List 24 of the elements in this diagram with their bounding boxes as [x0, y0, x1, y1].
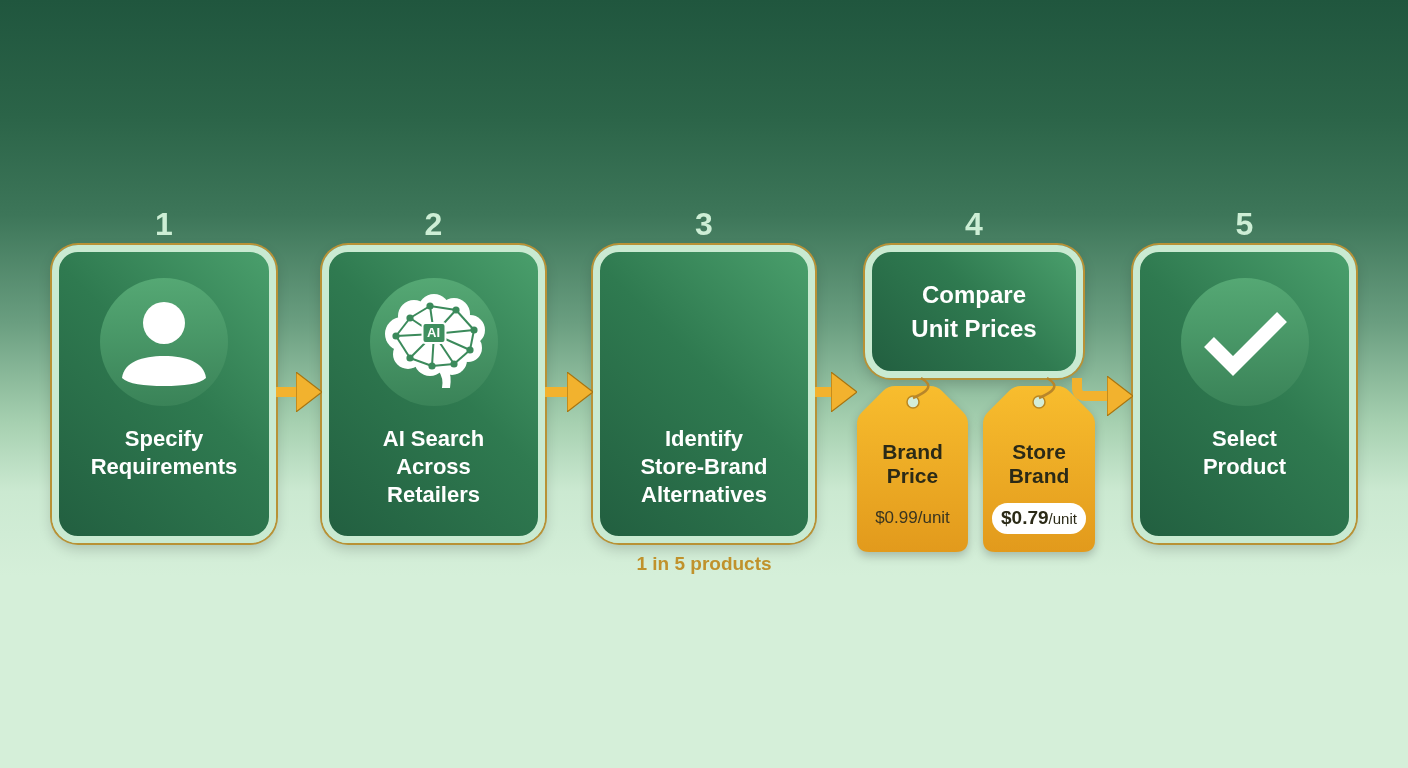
step-number: 4	[965, 206, 983, 242]
tag-string	[1038, 376, 1056, 400]
step-title: Specify Requirements	[89, 425, 239, 481]
step-number: 2	[424, 206, 443, 242]
arrow	[1072, 375, 1134, 417]
tag-heading: Store Brand	[1007, 440, 1071, 488]
note-text: 1 in 5 products	[636, 552, 772, 576]
price-text: $0.99/unit	[875, 507, 950, 529]
arrow	[276, 371, 323, 413]
price-tag	[857, 386, 968, 552]
step-number: 3	[695, 206, 713, 242]
arrow	[815, 371, 858, 413]
tag-string	[912, 376, 930, 400]
arrow	[545, 371, 594, 413]
ai-chip: AI	[421, 322, 446, 344]
step-title: AI Search Across Retailers	[381, 425, 486, 509]
step-title: Identify Store-Brand Alternatives	[639, 425, 769, 509]
step-title: Select Product	[1201, 425, 1288, 481]
step-number: 1	[155, 206, 173, 242]
step-number: 5	[1235, 206, 1254, 242]
step-title: Compare Unit Prices	[910, 279, 1038, 344]
tag-heading: Brand Price	[881, 440, 944, 488]
price-pill: $0.79/unit	[992, 503, 1086, 534]
price-tag	[983, 386, 1095, 552]
